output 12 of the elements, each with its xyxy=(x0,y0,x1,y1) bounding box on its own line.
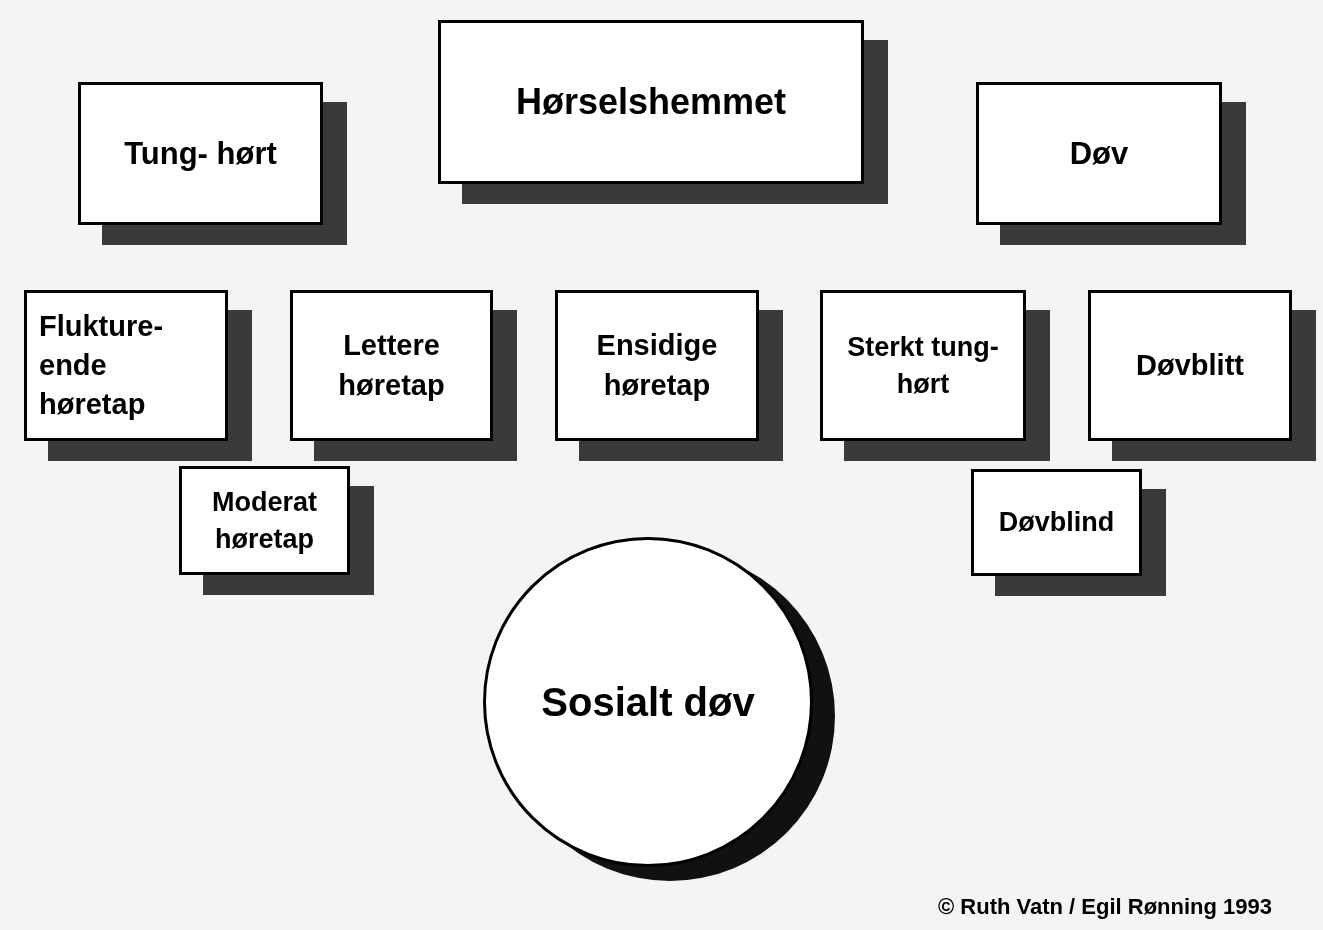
node-label: Døvblind xyxy=(998,506,1115,540)
node-label: Sosialt døv xyxy=(541,679,755,726)
node-label: Flukture- ende høretap xyxy=(39,308,165,423)
copyright-note: © Ruth Vatn / Egil Rønning 1993 xyxy=(938,893,1273,921)
node-label: Hørselshemmet xyxy=(515,79,787,124)
node-label: Døvblitt xyxy=(1136,347,1244,383)
node-label: Tung- hørt xyxy=(124,134,277,173)
node-label: Sterkt tung- hørt xyxy=(846,331,1000,401)
node-label: Moderat høretap xyxy=(211,486,318,556)
node-label: Lettere høretap xyxy=(337,328,446,403)
node-label: Ensidige høretap xyxy=(595,328,719,403)
node-label: Døv xyxy=(1069,134,1129,173)
